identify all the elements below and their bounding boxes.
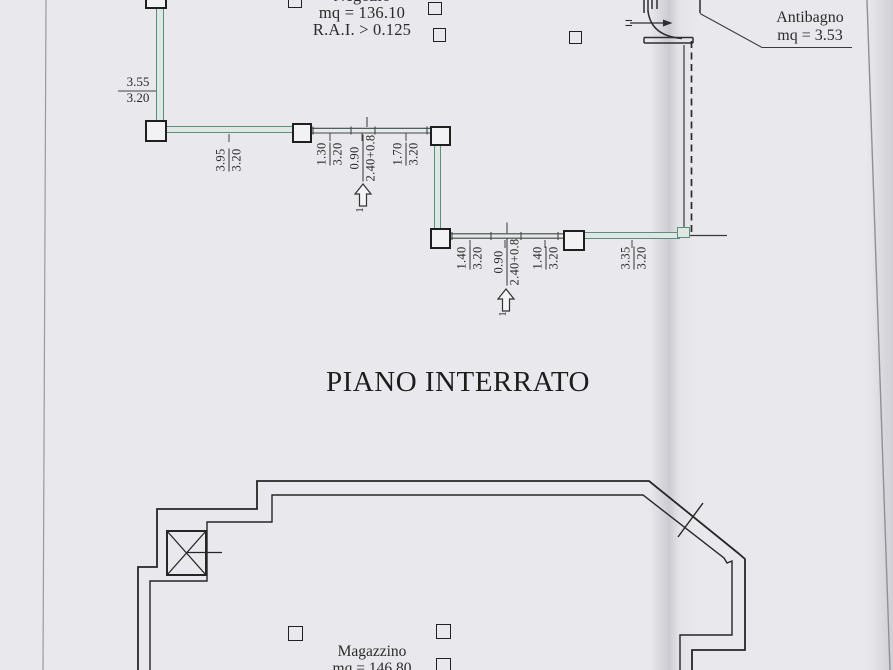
pillar	[430, 125, 451, 146]
negozio-right-boundary	[683, 41, 727, 237]
magazzino-outline	[137, 480, 746, 670]
measurement-left-wall: 3.55 3.20	[116, 75, 160, 105]
vent-square	[288, 0, 302, 8]
door-number: 1	[497, 311, 509, 317]
vent-square	[436, 657, 451, 670]
page-title: PIANO INTERRATO	[326, 366, 590, 398]
door-arrow	[496, 288, 516, 312]
wall-vertical-mid	[434, 139, 441, 231]
wall-step	[676, 227, 690, 238]
door-arrow	[353, 183, 373, 207]
vent-square	[432, 28, 446, 42]
wall1-thin-segments	[307, 117, 431, 135]
shaft-symbol	[166, 530, 222, 576]
vent-square	[428, 1, 442, 15]
negozio-rai: R.A.I. > 0.125	[312, 20, 412, 39]
vent-square	[436, 624, 451, 639]
antibagno-door-group	[625, 0, 701, 44]
wall-horizontal-2	[580, 232, 680, 239]
pillar	[430, 228, 451, 249]
magazzino-label: Magazzino mq = 146.80	[332, 643, 412, 670]
wall-horizontal-1	[162, 126, 294, 133]
measurement-ticks	[118, 90, 633, 248]
antibagno-area: mq = 3.53	[777, 27, 843, 44]
vent-square	[568, 30, 582, 44]
paper-fold-shadow	[650, 0, 696, 670]
negozio-area: mq = 136.10	[318, 3, 406, 22]
pillar	[291, 123, 312, 143]
measure-width: 3.55	[126, 74, 150, 89]
entrance-arrow-head	[663, 19, 673, 27]
negozio-name: Negozio	[313, 0, 411, 4]
magazzino-area: mq = 146.80	[332, 659, 412, 670]
page-edge-right	[866, 0, 891, 670]
antibagno-label: Antibagno mq = 3.53	[776, 9, 844, 45]
pillar	[563, 229, 585, 251]
wall2-thin-segments	[450, 222, 564, 240]
antibagno-leader-line	[699, 13, 852, 49]
page-edge-left	[42, 0, 47, 670]
antibagno-name: Antibagno	[776, 9, 844, 26]
diagonal-cross-tick	[677, 502, 704, 538]
measure-height: 3.20	[126, 90, 150, 105]
door-number: 1	[354, 207, 366, 213]
magazzino-name: Magazzino	[337, 643, 407, 660]
pillar	[145, 119, 167, 142]
pillar	[145, 0, 167, 9]
negozio-label: Negozio mq = 136.10 R.A.I. > 0.125	[313, 0, 411, 38]
vent-square	[288, 626, 303, 641]
